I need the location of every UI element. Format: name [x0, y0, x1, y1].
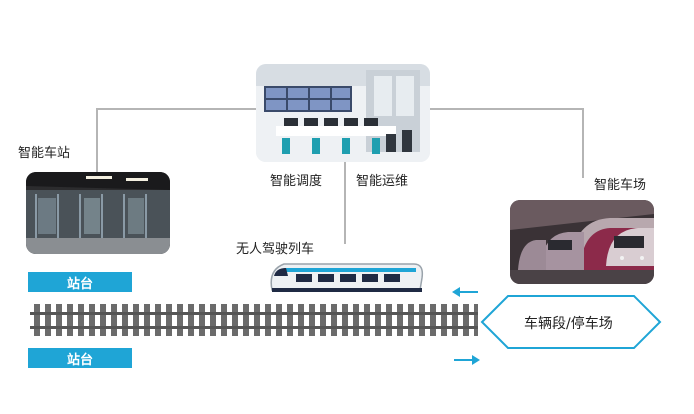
depot-yard-label: 车辆段/停车场: [524, 316, 613, 332]
smart-depot-label: 智能车场: [594, 178, 647, 193]
track-sleeper: [45, 304, 51, 336]
smart-dispatch-label: 智能调度: [270, 174, 323, 189]
track-sleeper: [78, 304, 84, 336]
track-rail: [30, 312, 478, 315]
track-sleeper: [441, 304, 447, 336]
track-sleeper: [155, 304, 161, 336]
connector-train-vertical: [344, 162, 346, 244]
track-sleeper: [210, 304, 216, 336]
track-sleeper: [122, 304, 128, 336]
track-sleeper: [331, 304, 337, 336]
smart-maintenance-label: 智能运维: [356, 174, 409, 189]
track-sleeper: [34, 304, 40, 336]
track-sleeper: [386, 304, 392, 336]
railway-track: [30, 302, 480, 338]
connector-depot-vertical: [582, 108, 584, 178]
track-sleeper: [276, 304, 282, 336]
track-sleeper: [298, 304, 304, 336]
track-sleeper: [100, 304, 106, 336]
driverless-train-label: 无人驾驶列车: [236, 242, 315, 257]
track-sleeper: [375, 304, 381, 336]
track-sleeper: [353, 304, 359, 336]
track-sleeper: [364, 304, 370, 336]
station-photo: [26, 172, 170, 254]
track-rail: [30, 326, 478, 329]
track-sleeper: [430, 304, 436, 336]
control-center-photo: [256, 64, 430, 162]
track-sleeper: [309, 304, 315, 336]
track-sleeper: [166, 304, 172, 336]
arrow-left-icon: [452, 282, 480, 297]
track-sleeper: [67, 304, 73, 336]
track-sleeper: [232, 304, 238, 336]
track-sleeper: [320, 304, 326, 336]
arrow-right-icon: [452, 350, 480, 365]
connector-top-horizontal-left: [96, 108, 260, 110]
track-sleeper: [188, 304, 194, 336]
depot-photo: [510, 200, 654, 284]
track-sleeper: [452, 304, 458, 336]
track-sleeper: [89, 304, 95, 336]
track-sleeper: [342, 304, 348, 336]
track-sleeper: [474, 304, 480, 336]
connector-station-vertical: [96, 108, 98, 172]
track-sleeper: [287, 304, 293, 336]
track-sleeper: [221, 304, 227, 336]
track-sleeper: [265, 304, 271, 336]
track-sleeper: [111, 304, 117, 336]
track-sleeper: [177, 304, 183, 336]
track-sleeper: [397, 304, 403, 336]
depot-yard-shape: [480, 294, 662, 350]
track-sleeper: [463, 304, 469, 336]
platform-bottom: 站台: [28, 348, 132, 368]
driverless-train-icon: [266, 258, 426, 296]
platform-top: 站台: [28, 272, 132, 292]
track-sleeper: [133, 304, 139, 336]
track-sleeper: [419, 304, 425, 336]
track-sleeper: [408, 304, 414, 336]
connector-top-horizontal-right: [430, 108, 584, 110]
track-sleeper: [199, 304, 205, 336]
smart-station-label: 智能车站: [18, 146, 71, 161]
track-sleeper: [243, 304, 249, 336]
track-sleeper: [144, 304, 150, 336]
track-sleeper: [254, 304, 260, 336]
track-sleeper: [56, 304, 62, 336]
